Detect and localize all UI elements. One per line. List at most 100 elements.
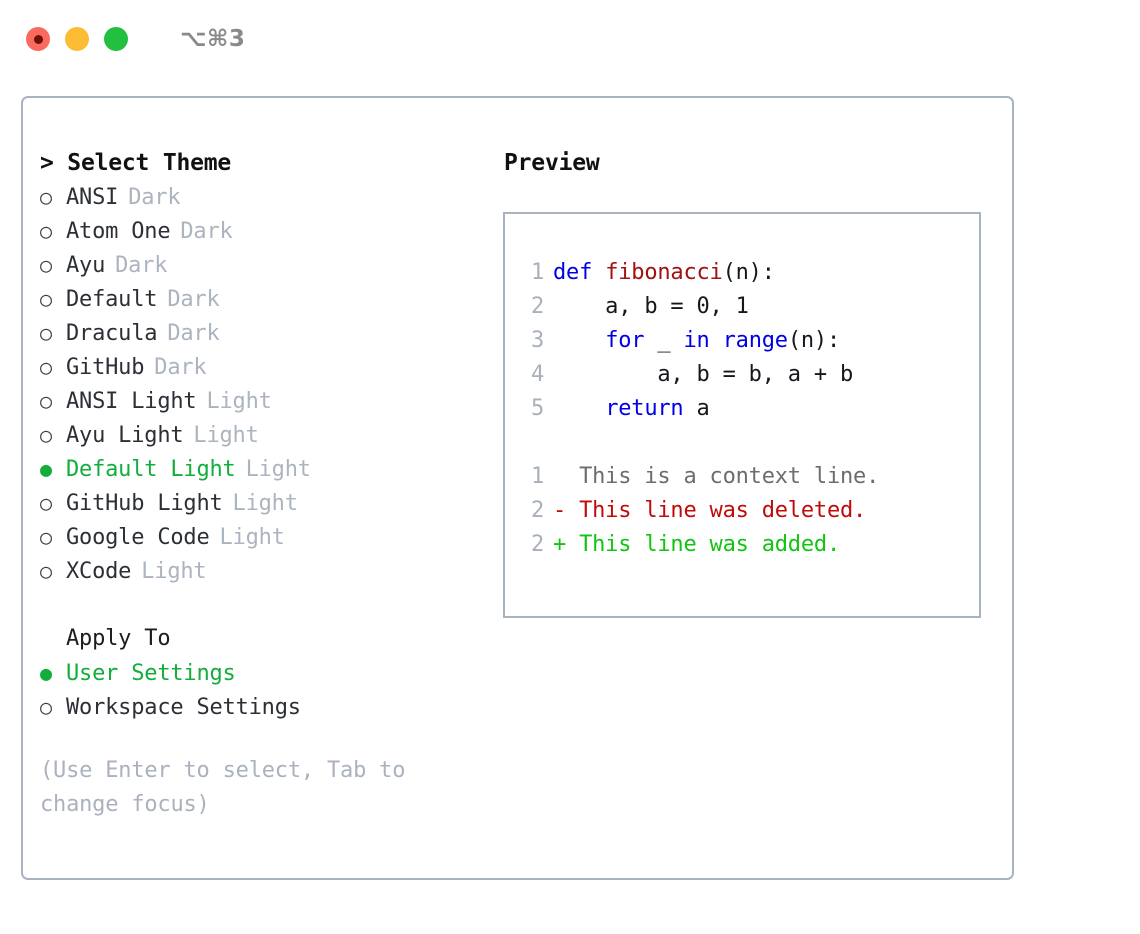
code-token: return bbox=[605, 396, 684, 421]
keyboard-shortcut-label: ⌥⌘3 bbox=[180, 26, 246, 52]
code-token: (n): bbox=[722, 260, 775, 285]
apply-to-option[interactable]: ○ Workspace Settings bbox=[40, 690, 503, 724]
theme-list-item[interactable]: ○ Dracula Dark bbox=[40, 316, 503, 350]
code-line-text: This is a context line. bbox=[553, 460, 879, 494]
line-number: 3 bbox=[530, 328, 544, 353]
theme-list-item[interactable]: ○ ANSI Light Light bbox=[40, 384, 503, 418]
line-number: 1 bbox=[530, 260, 544, 285]
code-token: range bbox=[722, 328, 788, 353]
radio-unselected-icon: ○ bbox=[40, 559, 52, 583]
code-token: fibonacci bbox=[605, 260, 723, 285]
code-line-text: + This line was added. bbox=[553, 528, 840, 562]
theme-variant-badge: Light bbox=[245, 457, 311, 482]
theme-name-label: Atom One bbox=[66, 219, 171, 244]
theme-name-label: Dracula bbox=[66, 321, 158, 346]
radio-unselected-icon: ○ bbox=[40, 185, 52, 209]
minimize-button[interactable] bbox=[65, 27, 89, 51]
line-number: 1 bbox=[530, 464, 544, 489]
code-token: - This line was deleted. bbox=[553, 498, 867, 523]
theme-list-item[interactable]: ● Default Light Light bbox=[40, 452, 503, 486]
code-line-text: - This line was deleted. bbox=[553, 494, 866, 528]
radio-unselected-icon: ○ bbox=[40, 253, 52, 277]
code-token: def bbox=[553, 260, 606, 285]
line-number: 2 bbox=[530, 532, 544, 557]
theme-variant-badge: Dark bbox=[128, 185, 181, 210]
preview-diff-line: 2 + This line was added. bbox=[522, 528, 979, 562]
preview-diff-line: 1 This is a context line. bbox=[522, 460, 979, 494]
apply-to-label: User Settings bbox=[66, 661, 236, 686]
theme-list-item[interactable]: ○ Google Code Light bbox=[40, 520, 503, 554]
theme-name-label: XCode bbox=[66, 559, 132, 584]
radio-selected-icon: ● bbox=[40, 457, 52, 481]
apply-to-option[interactable]: ● User Settings bbox=[40, 656, 503, 690]
radio-selected-icon: ● bbox=[40, 661, 52, 685]
theme-name-label: Default Light bbox=[66, 457, 236, 482]
theme-list-item[interactable]: ○ GitHub Light Light bbox=[40, 486, 503, 520]
radio-unselected-icon: ○ bbox=[40, 355, 52, 379]
code-line-text: a, b = 0, 1 bbox=[553, 290, 749, 324]
radio-unselected-icon: ○ bbox=[40, 389, 52, 413]
theme-list-item[interactable]: ○ XCode Light bbox=[40, 554, 503, 588]
radio-unselected-icon: ○ bbox=[40, 525, 52, 549]
list-spacer bbox=[40, 588, 503, 622]
line-number: 4 bbox=[530, 362, 544, 387]
apply-to-list: ● User Settings ○ Workspace Settings bbox=[40, 656, 503, 724]
theme-variant-badge: Light bbox=[141, 559, 207, 584]
theme-name-label: ANSI Light bbox=[66, 389, 197, 414]
code-token: a, b = 0, 1 bbox=[553, 294, 749, 319]
line-number: 2 bbox=[530, 498, 544, 523]
preview-code-line: 5 return a bbox=[522, 392, 979, 426]
theme-name-label: Default bbox=[66, 287, 158, 312]
code-line-text: def fibonacci(n): bbox=[553, 256, 775, 290]
maximize-button[interactable] bbox=[104, 27, 128, 51]
theme-variant-badge: Light bbox=[232, 491, 298, 516]
theme-name-label: GitHub bbox=[66, 355, 145, 380]
theme-variant-badge: Light bbox=[219, 525, 285, 550]
select-theme-header: > Select Theme bbox=[40, 150, 232, 176]
theme-list-item[interactable]: ○ Default Dark bbox=[40, 282, 503, 316]
preview-code-line: 4 a, b = b, a + b bbox=[522, 358, 979, 392]
theme-variant-badge: Dark bbox=[180, 219, 233, 244]
traffic-lights bbox=[26, 27, 128, 51]
preview-diff-block: 1 This is a context line. 2 - This line wa… bbox=[522, 460, 979, 562]
theme-list-item[interactable]: ○ GitHub Dark bbox=[40, 350, 503, 384]
keyboard-hint: (Use Enter to select, Tab to change focu… bbox=[40, 758, 406, 817]
code-token: + This line was added. bbox=[553, 532, 840, 557]
code-line-text: return a bbox=[553, 392, 710, 426]
theme-variant-badge: Dark bbox=[167, 321, 220, 346]
radio-unselected-icon: ○ bbox=[40, 695, 52, 719]
preview-title: Preview bbox=[504, 150, 600, 176]
code-token: for bbox=[605, 328, 645, 353]
title-bar: ⌥⌘3 bbox=[0, 0, 1140, 78]
apply-to-title: Apply To bbox=[66, 626, 171, 651]
code-token: in bbox=[683, 328, 710, 353]
theme-variant-badge: Dark bbox=[154, 355, 207, 380]
theme-variant-badge: Light bbox=[206, 389, 272, 414]
preview-code-line: 3 for _ in range(n): bbox=[522, 324, 979, 358]
radio-unselected-icon: ○ bbox=[40, 491, 52, 515]
code-token: (n): bbox=[787, 328, 841, 353]
theme-variant-badge: Dark bbox=[167, 287, 220, 312]
code-token: _ bbox=[644, 328, 684, 353]
code-token: a bbox=[683, 396, 710, 421]
radio-unselected-icon: ○ bbox=[40, 287, 52, 311]
apply-to-label: Workspace Settings bbox=[66, 695, 301, 720]
theme-name-label: GitHub Light bbox=[66, 491, 223, 516]
code-token: This is a context line. bbox=[553, 464, 880, 489]
theme-name-label: Google Code bbox=[66, 525, 210, 550]
preview-diff-line: 2 - This line was deleted. bbox=[522, 494, 979, 528]
line-number: 2 bbox=[530, 294, 544, 319]
close-button[interactable] bbox=[26, 27, 50, 51]
code-token: a, b = b, a + b bbox=[553, 362, 854, 387]
code-token bbox=[553, 396, 605, 421]
radio-unselected-icon: ○ bbox=[40, 321, 52, 345]
